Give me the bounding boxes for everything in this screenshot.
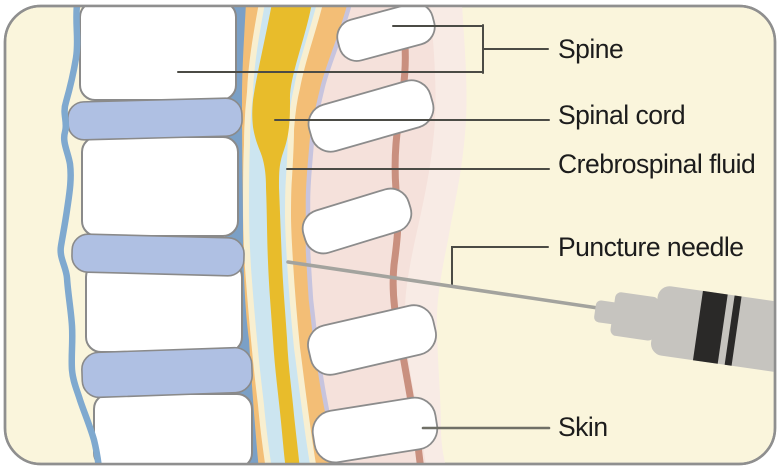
vertebra-body-4 bbox=[93, 393, 253, 464]
syringe bbox=[594, 286, 775, 374]
spinous-processes bbox=[301, 6, 439, 464]
figure-frame-border bbox=[3, 4, 777, 466]
spinous-process-1 bbox=[336, 6, 436, 62]
arachnoid-edge bbox=[305, 6, 353, 464]
vertebra-body-2 bbox=[81, 136, 239, 237]
anterior-ligament-wavy bbox=[57, 6, 103, 464]
labels: Spine Spinal cord Crebrospinal fluid Pun… bbox=[558, 34, 756, 442]
intervertebral-disc-1 bbox=[67, 97, 243, 141]
label-cerebrospinal-fluid: Crebrospinal fluid bbox=[558, 149, 755, 179]
intervertebral-disc-2 bbox=[71, 233, 245, 277]
spinous-process-5 bbox=[311, 396, 439, 464]
spine-leader-bracket bbox=[177, 24, 549, 74]
puncture-needle-leader bbox=[451, 246, 549, 288]
label-puncture-needle: Puncture needle bbox=[558, 232, 744, 262]
syringe-stripe bbox=[724, 295, 742, 366]
label-spinal-cord: Spinal cord bbox=[558, 100, 685, 130]
label-spine: Spine bbox=[558, 34, 623, 64]
spinous-process-2 bbox=[307, 79, 435, 153]
label-lines bbox=[177, 24, 551, 430]
vertebra-body-1 bbox=[79, 6, 237, 101]
needle-shaft bbox=[286, 260, 600, 310]
spinal-cord-shape bbox=[252, 6, 312, 464]
puncture-needle-assembly bbox=[286, 260, 775, 374]
vertebral-column bbox=[67, 6, 253, 464]
spinous-process-4 bbox=[307, 304, 437, 376]
spinous-process-3 bbox=[301, 187, 413, 255]
syringe-collar bbox=[610, 292, 659, 341]
syringe-barrel bbox=[651, 286, 775, 374]
syringe-band bbox=[692, 290, 728, 364]
label-skin: Skin bbox=[558, 412, 608, 442]
spinal-canal-layers bbox=[232, 6, 353, 464]
intervertebral-disc-3 bbox=[81, 346, 253, 399]
